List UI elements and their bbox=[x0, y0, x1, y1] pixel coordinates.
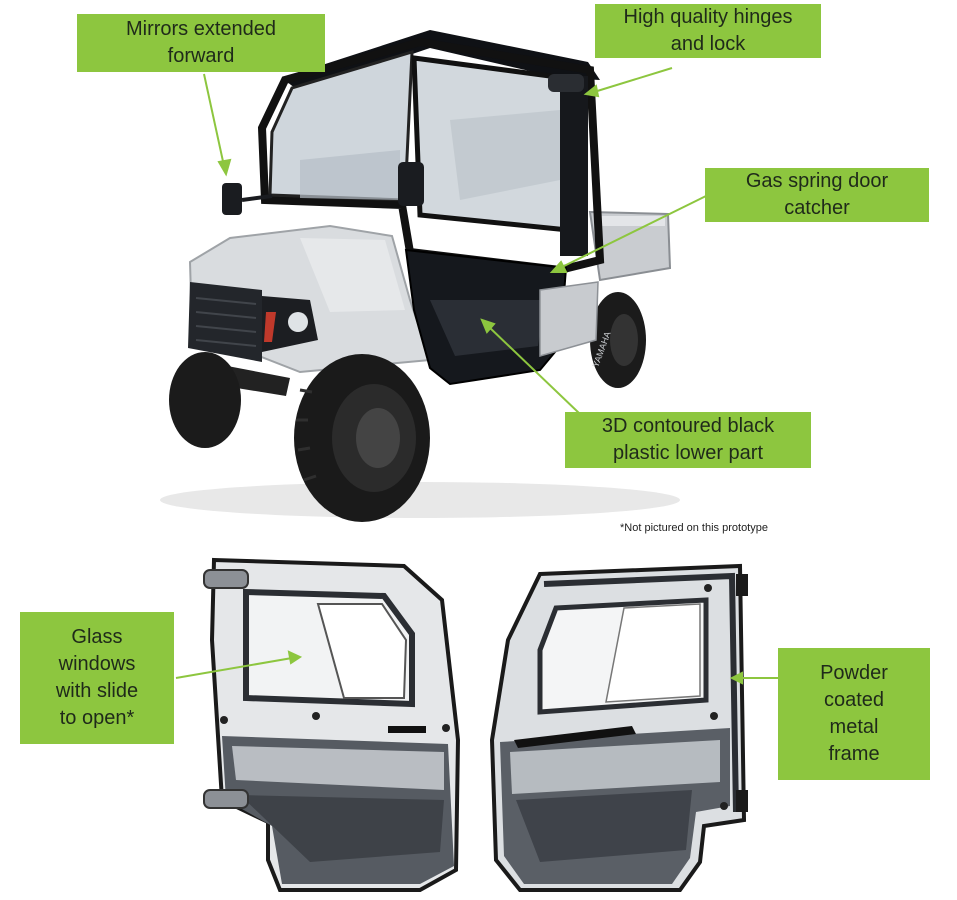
utility-vehicle-image: YAMAHA bbox=[160, 30, 680, 522]
arrow-gas-spring bbox=[559, 195, 707, 269]
callout-lower-part: 3D contoured black plastic lower part bbox=[565, 412, 811, 468]
callout-arrows bbox=[175, 67, 778, 685]
arrow-glass-windows bbox=[175, 657, 293, 679]
arrow-lower-part bbox=[487, 325, 581, 415]
footnote: *Not pictured on this prototype bbox=[620, 522, 768, 534]
arrow-mirrors bbox=[203, 73, 225, 167]
callout-gas-spring: Gas spring door catcher bbox=[705, 168, 929, 222]
callout-hinges: High quality hinges and lock bbox=[595, 4, 821, 58]
callout-metal-frame: Powder coated metal frame bbox=[778, 648, 930, 780]
left-door-image bbox=[203, 557, 461, 892]
arrow-hinges bbox=[593, 67, 673, 93]
callout-glass-windows: Glass windows with slide to open* bbox=[20, 612, 174, 744]
callout-mirrors: Mirrors extended forward bbox=[77, 14, 325, 72]
right-door-image bbox=[489, 563, 748, 892]
